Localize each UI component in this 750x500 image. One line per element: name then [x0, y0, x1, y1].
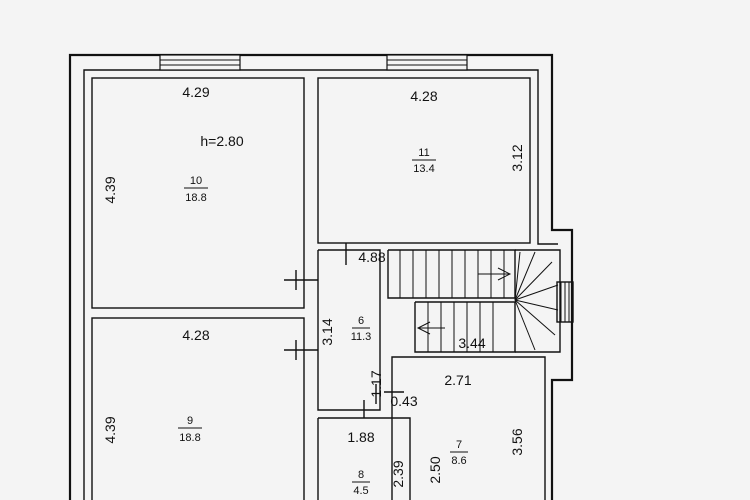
- room-10-area: 18.8: [185, 192, 206, 204]
- room-9: [91, 317, 305, 500]
- window-right: [386, 54, 468, 71]
- ceiling-height: h=2.80: [200, 133, 243, 149]
- room-6-area: 11.3: [351, 331, 372, 343]
- room-7-side: 2.50: [427, 456, 443, 483]
- room-6-width: 4.88: [358, 249, 385, 265]
- room-10: [91, 77, 305, 309]
- room-7-width: 2.71: [444, 372, 471, 388]
- room-8-number: 8: [358, 469, 364, 481]
- room-7-length: 3.56: [509, 428, 525, 455]
- room-8: [318, 417, 411, 500]
- room-10-width: 4.29: [182, 84, 209, 100]
- room-11-number: 11: [418, 147, 429, 159]
- stairs-winder: [514, 249, 561, 353]
- room-6: [317, 249, 381, 411]
- room-9-length: 4.39: [102, 416, 118, 443]
- room-10-number: 10: [190, 175, 202, 187]
- room-11: [317, 77, 531, 244]
- room-11-length: 3.12: [509, 144, 525, 171]
- room-9-number: 9: [187, 415, 193, 427]
- room-7-number: 7: [456, 439, 462, 451]
- room-10-length: 4.39: [102, 176, 118, 203]
- room-9-area: 18.8: [179, 432, 200, 444]
- entrance-steps: [556, 281, 574, 323]
- outer-walls: [68, 53, 574, 500]
- room-7: [391, 356, 546, 500]
- room-6-length: 3.14: [319, 318, 335, 345]
- room-8-area: 4.5: [353, 485, 368, 497]
- room-8-width: 1.88: [347, 429, 374, 445]
- room-8-length: 2.39: [390, 460, 406, 487]
- room-11-width: 4.28: [410, 88, 437, 104]
- stair-width: 3.44: [458, 335, 485, 351]
- door-marks: [284, 243, 404, 418]
- window-left: [159, 54, 241, 71]
- room-7-area: 8.6: [451, 455, 466, 467]
- corridor-length: 1.17: [368, 370, 384, 397]
- room-6-number: 6: [358, 315, 364, 327]
- room-9-width: 4.28: [182, 327, 209, 343]
- stairs-upper: [387, 249, 516, 299]
- room-11-area: 13.4: [413, 163, 434, 175]
- corridor-width: 0.43: [390, 393, 417, 409]
